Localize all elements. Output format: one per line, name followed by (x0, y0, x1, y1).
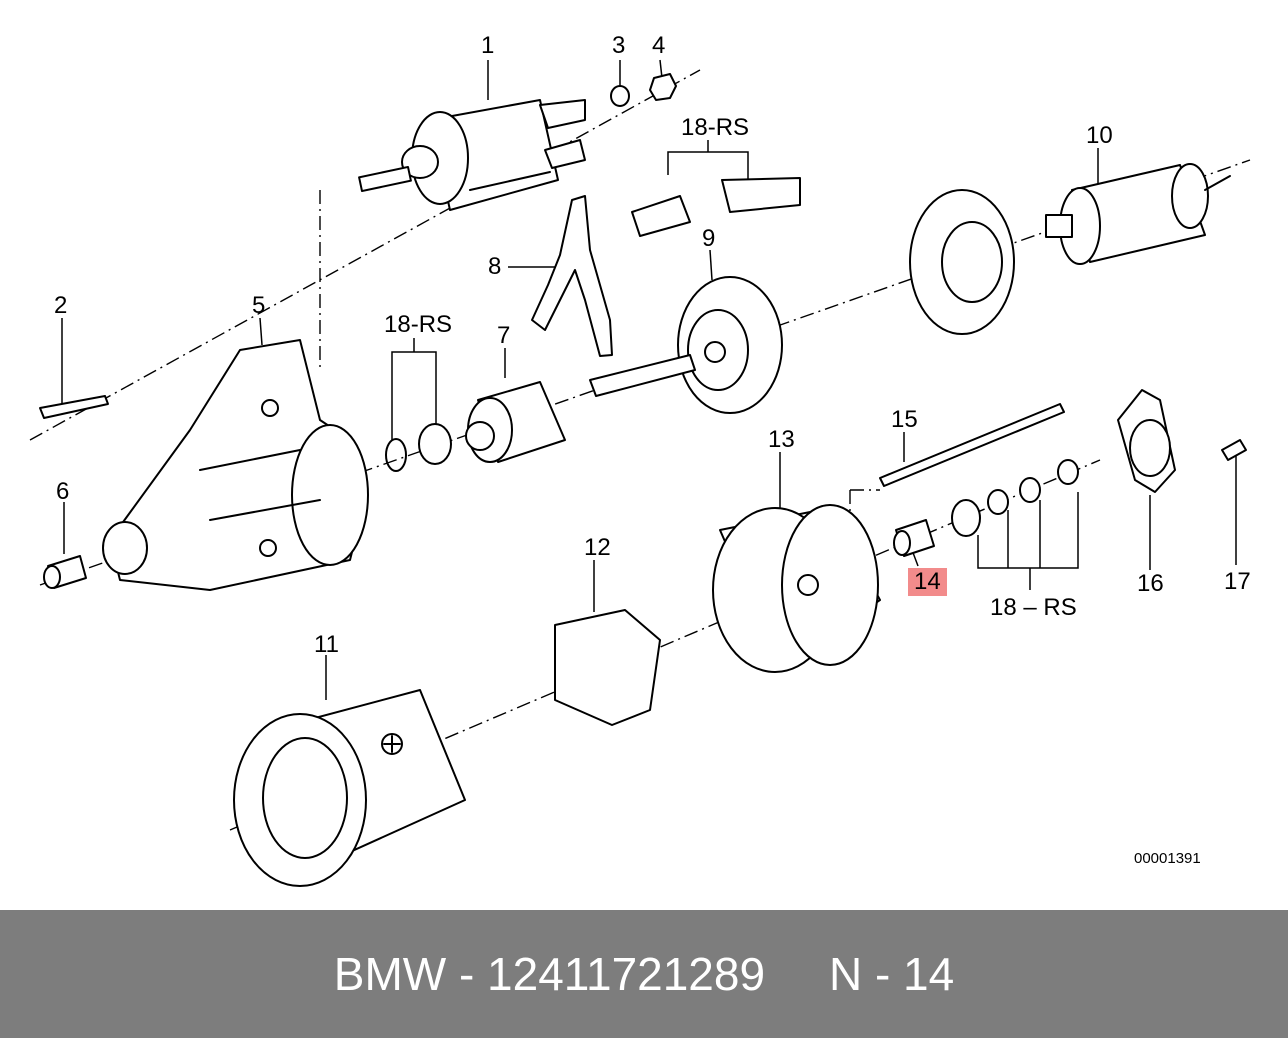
part-16-end-cap (1117, 389, 1176, 493)
part-14-bushing (893, 519, 935, 557)
part-label: 5 (252, 292, 266, 319)
highlighted-part-label: 14 (908, 568, 947, 596)
end-shield-ring (909, 189, 1015, 335)
part-18-stop-ring (418, 423, 452, 465)
part-11-housing (233, 689, 466, 887)
part-18-brush-holder (631, 195, 691, 237)
part-18-circlip (385, 438, 407, 472)
part-label: 2 (54, 292, 68, 319)
part-label: 3 (612, 32, 626, 59)
part-number-caption: BMW - 12411721289 N - 14 (333, 948, 955, 1000)
part-17-screw (1221, 439, 1247, 461)
part-3-washer (610, 85, 630, 107)
part-9-intermediate-bearing (589, 276, 783, 414)
part-18-lock-washer (1057, 459, 1079, 485)
part-label: 11 (314, 631, 339, 658)
part-label: 8 (488, 253, 502, 280)
part-label: 9 (702, 225, 716, 252)
part-13-pole-housing (712, 504, 881, 673)
part-7-pinion-drive (465, 381, 566, 463)
part-label: 12 (584, 534, 611, 561)
part-4-nut (649, 73, 677, 101)
diagram-reference-number: 00001391 (1134, 850, 1201, 867)
part-10-armature (1045, 163, 1231, 265)
part-8-fork-lever (531, 195, 613, 357)
axis-line (29, 69, 701, 441)
part-label: 7 (497, 322, 511, 349)
part-label: 16 (1137, 570, 1164, 597)
part-5-drive-end-housing (102, 339, 369, 591)
part-12-brush-plate (554, 609, 661, 726)
part-label: 4 (652, 32, 666, 59)
leader-lines (61, 59, 1237, 700)
exploded-parts-diagram: 1 3 4 18-RS 10 8 9 2 5 18-RS 7 15 13 6 1… (29, 32, 1251, 887)
part-label: 10 (1086, 122, 1113, 149)
starter-motor-drawing (29, 59, 1251, 887)
part-18-seal (951, 499, 981, 537)
part-label: 15 (891, 406, 918, 433)
part-18-brush (721, 177, 801, 213)
part-6-bushing (43, 555, 87, 589)
part-15-through-bolt (879, 403, 1065, 487)
part-label: 18-RS (681, 114, 750, 141)
part-2-bolt (39, 395, 109, 419)
part-label: 17 (1224, 568, 1251, 595)
part-label: 6 (56, 478, 70, 505)
part-label: 1 (481, 32, 495, 59)
part-label: 18 – RS (990, 594, 1077, 621)
part-18-washer (987, 489, 1009, 515)
part-18-washer (1019, 477, 1041, 503)
part-label: 18-RS (384, 311, 453, 338)
part-1-solenoid (358, 99, 586, 211)
part-label: 13 (768, 426, 795, 453)
footer-bar: BMW - 12411721289 N - 14 (0, 910, 1288, 1038)
